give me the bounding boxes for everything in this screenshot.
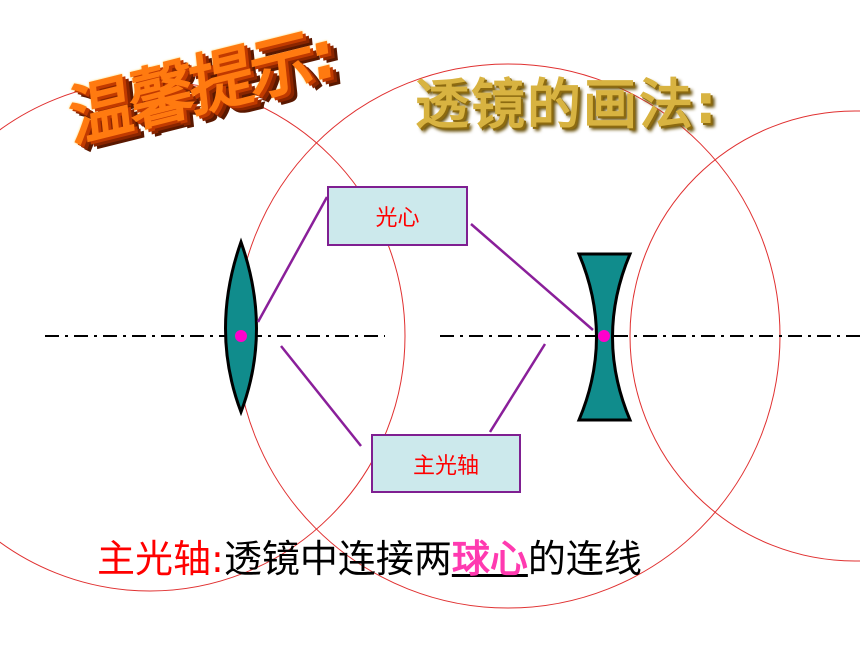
caption-text-before: 透镜中连接两 xyxy=(223,537,452,581)
slide-title: 透镜的画法: xyxy=(415,73,719,136)
caption-highlight: 球心 xyxy=(451,537,528,581)
optical-center-label-text: 光心 xyxy=(375,206,420,231)
optical-center-dot xyxy=(235,330,247,342)
convex-lens xyxy=(224,237,258,417)
definition-caption: 主光轴:透镜中连接两球心的连线 xyxy=(97,528,642,584)
connector-line xyxy=(488,343,547,433)
principal-axis-label-text: 主光轴 xyxy=(412,453,479,479)
principal-axis-label: 主光轴 xyxy=(371,434,521,493)
construction-circle-left xyxy=(0,80,406,592)
caption-term: 主光轴 xyxy=(97,537,212,581)
optical-center-dot xyxy=(598,330,610,342)
caption-text-after: 的连线 xyxy=(527,537,642,581)
optical-center-label: 光心 xyxy=(327,186,468,246)
wordart-title-text: 温馨提示: xyxy=(65,14,336,158)
connector-line xyxy=(256,196,329,323)
caption-colon: : xyxy=(211,537,224,581)
connector-line xyxy=(280,345,362,447)
connector-line xyxy=(470,223,594,331)
construction-circle-right xyxy=(629,110,860,562)
